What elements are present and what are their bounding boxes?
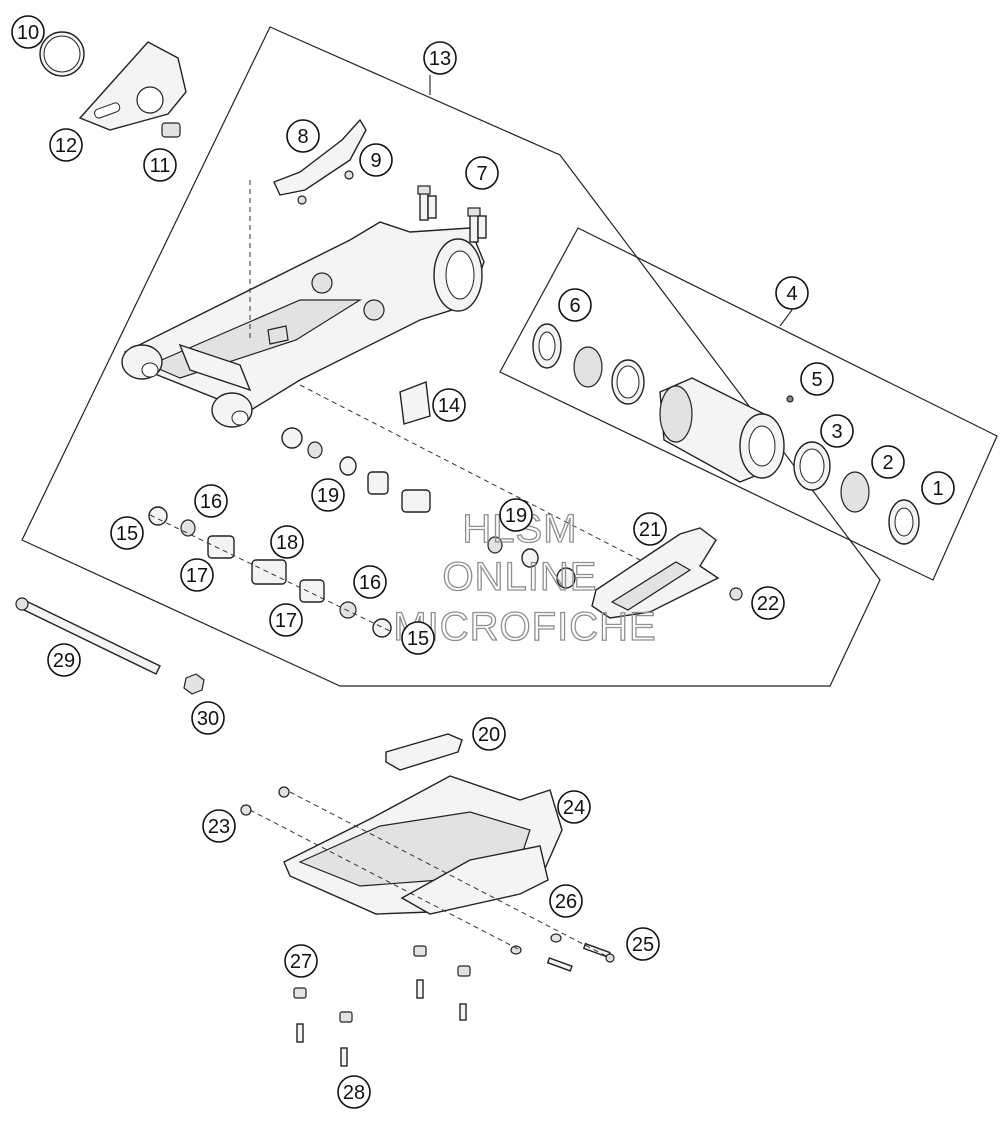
callout-label: 30 [197,708,219,730]
callout-label: 14 [438,395,460,417]
callout-6: 6 [558,288,592,322]
swingarm-group-outline [21,26,881,687]
callout-16a: 16 [194,484,228,518]
callout-label: 12 [55,135,77,157]
fastener-parts [293,933,615,1067]
callout-label: 19 [317,485,339,507]
callout-label: 13 [429,48,451,70]
callout-label: 23 [208,816,230,838]
callout-label: 18 [276,532,298,554]
swingarm-part [121,221,485,428]
callout-30: 30 [191,701,225,735]
callout-28: 28 [337,1075,371,1109]
bushing-part [161,122,181,138]
bearing-kit-parts [532,323,920,545]
watermark-line2: ONLINE [443,555,598,599]
callout-15a: 15 [110,516,144,550]
callout-27: 27 [284,944,318,978]
bearing-kit-group-outline [499,227,998,581]
callout-label: 15 [116,523,138,545]
callout-label: 25 [632,934,654,956]
leader-lines [429,75,793,327]
callout-label: 17 [275,610,297,632]
callout-label: 8 [297,126,308,148]
callout-label: 4 [786,283,797,305]
callout-label: 24 [563,797,585,819]
callout-label: 2 [882,452,893,474]
callout-label: 27 [290,951,312,973]
callout-12: 12 [49,128,83,162]
callout-label: 11 [150,155,171,177]
callout-label: 22 [757,593,779,615]
callout-label: 7 [476,163,487,185]
callout-21: 21 [633,512,667,546]
watermark-line3: MICROFICHE [393,605,656,649]
callout-16b: 16 [353,565,387,599]
callout-label: 20 [478,724,500,746]
callout-label: 16 [359,572,381,594]
callout-19b: 19 [499,498,533,532]
skid-plate-part [240,775,563,915]
callout-1: 1 [921,471,955,505]
callout-5: 5 [800,362,834,396]
pivot-axle-part [15,597,205,695]
callout-22: 22 [751,586,785,620]
callout-29: 29 [47,643,81,677]
callout-17a: 17 [180,558,214,592]
callout-17b: 17 [269,603,303,637]
callout-11: 11 [143,148,177,182]
chain-slider-part [273,118,367,205]
callout-20: 20 [472,717,506,751]
callout-3: 3 [820,414,854,448]
callout-label: 3 [831,421,842,443]
callout-24: 24 [557,790,591,824]
callout-4: 4 [775,276,809,310]
circlip-ring-part [39,31,85,77]
chain-guide-part [591,527,743,619]
callout-label: 21 [639,519,661,541]
callout-26: 26 [549,884,583,918]
callout-label: 26 [555,891,577,913]
guard-plate-part [78,41,187,131]
bolts-part [417,185,487,243]
callout-label: 5 [811,369,822,391]
callout-label: 28 [343,1082,365,1104]
callout-label: 6 [569,295,580,317]
callout-label: 10 [17,22,39,44]
callout-25: 25 [626,927,660,961]
skid-pad-part [385,733,463,771]
callout-label: 19 [505,505,527,527]
callout-15b: 15 [401,621,435,655]
callout-label: 17 [186,565,208,587]
callout-label: 15 [407,628,429,650]
callout-7: 7 [465,156,499,190]
callout-14: 14 [432,388,466,422]
pivot-bearing-parts [148,427,576,638]
callout-23: 23 [202,809,236,843]
callout-18: 18 [270,525,304,559]
callout-13: 13 [423,41,457,75]
callout-label: 1 [932,478,943,500]
callout-8: 8 [286,119,320,153]
callout-9: 9 [359,143,393,177]
callout-19a: 19 [311,478,345,512]
callout-10: 10 [11,15,45,49]
callout-label: 9 [370,150,381,172]
callout-label: 29 [53,650,75,672]
sticker-part [399,381,431,425]
assembly-lines [149,180,641,959]
callout-label: 16 [200,491,222,513]
callout-2: 2 [871,445,905,479]
